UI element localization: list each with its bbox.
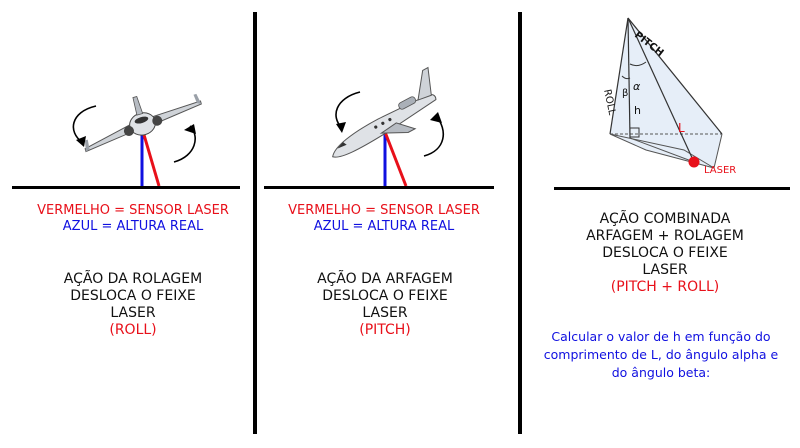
combined-geometry-diagram: PITCH ROLL α β h L LASER (601, 17, 736, 176)
legend-pitch: VERMELHO = SENSOR LASER AZUL = ALTURA RE… (254, 203, 514, 235)
caption-roll: AÇÃO DA ROLAGEM DESLOCA O FEIXE LASER (R… (13, 271, 253, 339)
panel-divider-2 (518, 12, 522, 434)
ground-line-2 (264, 186, 494, 189)
caption-tag: (ROLL) (109, 322, 157, 338)
roll-label: ROLL (601, 88, 617, 116)
caption-line: AÇÃO DA ARFAGEM (317, 271, 453, 287)
caption-line: AÇÃO COMBINADA (599, 211, 731, 227)
ground-line-3 (554, 187, 790, 190)
roll-illustration (72, 93, 202, 187)
beta-label: β (622, 88, 628, 99)
airplane-side-pitch (332, 66, 437, 158)
caption-line: LASER (642, 262, 688, 278)
legend-roll: VERMELHO = SENSOR LASER AZUL = ALTURA RE… (3, 203, 263, 235)
note-line: do ângulo beta: (611, 365, 711, 380)
airplane-front-roll (84, 93, 202, 153)
right-angle-marker (629, 127, 640, 138)
note-line: comprimento de L, do ângulo alpha e (543, 347, 779, 362)
caption-line: LASER (110, 305, 156, 321)
laser-beam-line (383, 131, 408, 187)
panel-divider-1 (253, 12, 257, 434)
pitch-arrow-left (335, 91, 361, 129)
L-label: L (678, 121, 685, 135)
legend-blue: AZUL = ALTURA REAL (62, 219, 204, 234)
pitch-edge (627, 17, 723, 135)
caption-tag: (PITCH + ROLL) (610, 279, 720, 295)
caption-line: LASER (362, 305, 408, 321)
caption-line: DESLOCA O FEIXE (322, 288, 448, 304)
ground-line-1 (12, 186, 240, 189)
caption-tag: (PITCH) (359, 322, 411, 338)
caption-line: AÇÃO DA ROLAGEM (63, 271, 203, 287)
laser-point (688, 156, 700, 168)
legend-red: VERMELHO = SENSOR LASER (288, 203, 480, 218)
laser-label: LASER (704, 165, 736, 176)
legend-blue: AZUL = ALTURA REAL (313, 219, 455, 234)
L-line (627, 17, 695, 163)
instruction-note: Calcular o valor de h em função do compr… (525, 328, 797, 382)
caption-pitch: AÇÃO DA ARFAGEM DESLOCA O FEIXE LASER (P… (265, 271, 505, 339)
pitch-illustration (332, 66, 445, 187)
laser-beam-line (140, 127, 161, 187)
note-line: Calcular o valor de h em função do (551, 329, 771, 344)
alpha-arc (629, 61, 647, 67)
caption-line: DESLOCA O FEIXE (602, 245, 728, 261)
h-label: h (634, 104, 641, 117)
caption-line: ARFAGEM + ROLAGEM (586, 228, 744, 244)
caption-line: DESLOCA O FEIXE (70, 288, 196, 304)
caption-combined: AÇÃO COMBINADA ARFAGEM + ROLAGEM DESLOCA… (545, 211, 785, 296)
roll-edge (609, 17, 629, 135)
beta-arc (621, 75, 631, 80)
alpha-label: α (633, 80, 641, 93)
legend-red: VERMELHO = SENSOR LASER (37, 203, 229, 218)
